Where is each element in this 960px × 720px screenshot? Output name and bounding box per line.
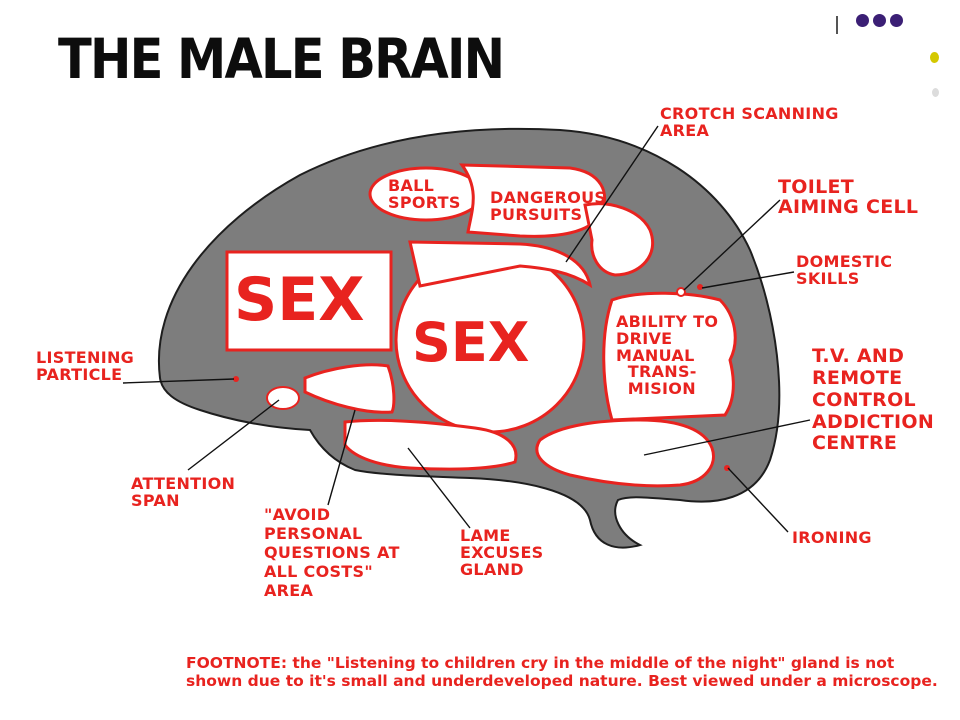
sex-box-label: SEX: [234, 265, 365, 335]
divider-bar-icon: [836, 16, 838, 34]
ironing-label: IRONING: [792, 528, 872, 547]
ironing-line: [727, 467, 789, 533]
tv-remote-label: T.V. AND REMOTE CONTROL ADDICTION CENTRE: [812, 345, 935, 455]
sex-circle-label: SEX: [412, 311, 530, 374]
listening-particle-spot: [233, 376, 239, 382]
upper-right-region: [583, 202, 654, 277]
dot: [890, 14, 903, 27]
upper-middle-region: [408, 240, 593, 289]
listening-line: [122, 378, 235, 384]
domestic-line: [701, 271, 795, 289]
avoid-questions-label: "AVOID PERSONAL QUESTIONS AT ALL COSTS" …: [264, 505, 400, 600]
domestic-skills-label: DOMESTIC SKILLS: [796, 252, 893, 288]
crotch-scanning-label: CROTCH SCANNING AREA: [660, 104, 839, 140]
avoid-questions-region: [303, 363, 396, 414]
crotch-line: [565, 125, 659, 263]
ball-sports-label: BALL SPORTS: [388, 176, 461, 212]
attention-span-label: ATTENTION SPAN: [131, 474, 236, 510]
dot: [856, 14, 869, 27]
avoid-line: [327, 409, 356, 506]
dangerous-pursuits-region: [459, 163, 607, 238]
footnote-text: FOOTNOTE: the "Listening to children cry…: [186, 654, 938, 691]
accent-dot-icon: [930, 52, 939, 63]
tv-remote-region: [535, 418, 715, 488]
accent-dot-icon: [932, 88, 939, 97]
callout-lines: [122, 125, 811, 533]
ellipsis-dots-icon: [856, 14, 903, 27]
toilet-line: [683, 199, 781, 291]
dangerous-pursuits-label: DANGEROUS PURSUITS: [490, 188, 607, 224]
lame-line: [407, 447, 471, 529]
ability-to-drive-label: ABILITY TO DRIVE MANUAL TRANS- MISION: [616, 312, 719, 399]
toilet-aiming-cell: [676, 287, 686, 297]
domestic-skills-spot: [697, 284, 703, 290]
dot: [873, 14, 886, 27]
tv-line: [643, 419, 811, 456]
lame-excuses-label: LAME EXCUSES GLAND: [460, 526, 544, 579]
toilet-aiming-label: TOILET AIMING CELL: [778, 176, 919, 218]
sex-box-region: [225, 250, 393, 352]
page-title: THE MALE BRAIN: [58, 27, 505, 91]
attention-line: [187, 399, 280, 471]
listening-particle-label: LISTENING PARTICLE: [36, 348, 135, 384]
lame-excuses-region: [343, 418, 518, 471]
